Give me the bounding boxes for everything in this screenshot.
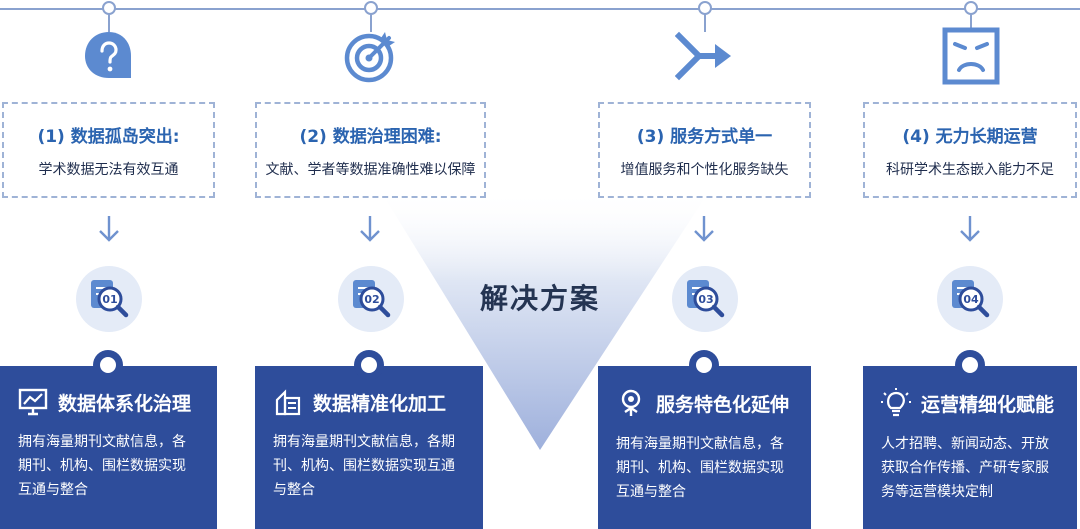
down-arrow-icon [99, 216, 119, 242]
down-arrow-icon [960, 216, 980, 242]
solution-line: 务等运营模块定制 [881, 484, 993, 500]
solution-line: 获取合作传播、产研专家服 [881, 460, 1049, 476]
document-search-icon: 04 [952, 280, 990, 318]
timeline-node [102, 1, 116, 15]
badge-number: 03 [698, 293, 713, 306]
sad-face-icon [942, 27, 1000, 85]
down-arrow-icon [694, 216, 714, 242]
card-knob [955, 350, 985, 380]
document-icon [275, 389, 301, 416]
problem-title: (4) 无力长期运营 [902, 127, 1038, 147]
solution-card-3: 服务特色化延伸 拥有海量期刊文献信息，各 期刊、机构、围栏数据实现 互通与整合 [598, 350, 811, 529]
card-knob [93, 350, 123, 380]
problem-box-2: (2) 数据治理困难: 文献、学者等数据准确性难以保障 [255, 102, 486, 198]
lightbulb-icon [881, 388, 911, 417]
badge-1: 01 [76, 266, 142, 332]
problem-desc: 科研学术生态嵌入能力不足 [886, 162, 1054, 178]
badge-number: 04 [963, 293, 979, 306]
solution-line: 与整合 [273, 482, 315, 498]
timeline-stem [704, 14, 706, 32]
down-arrow-icon [360, 216, 380, 242]
center-label: 解决方案 [479, 282, 600, 315]
problem-desc: 文献、学者等数据准确性难以保障 [265, 162, 476, 178]
timeline-stem [108, 14, 110, 32]
timeline-node [698, 1, 712, 15]
problem-desc: 学术数据无法有效互通 [38, 162, 179, 178]
problem-title: (1) 数据孤岛突出: [37, 127, 180, 147]
solution-line: 互通与整合 [616, 484, 686, 500]
document-search-icon: 02 [353, 280, 391, 318]
lightbulb-tree-icon [621, 389, 641, 416]
problem-title: (2) 数据治理困难: [299, 127, 442, 147]
timeline-stem [970, 14, 972, 32]
timeline-node [964, 1, 978, 15]
card-knob [354, 350, 384, 380]
document-search-icon: 01 [91, 280, 129, 318]
badge-3: 03 [672, 266, 738, 332]
solution-line: 期刊、机构、围栏数据实现 [616, 460, 784, 476]
badge-number: 01 [102, 293, 117, 306]
target-icon [344, 32, 395, 83]
timeline-node [364, 1, 378, 15]
badge-4: 04 [937, 266, 1003, 332]
solution-title: 数据体系化治理 [58, 392, 192, 415]
timeline-line [0, 8, 1080, 10]
problem-box-3: (3) 服务方式单一 增值服务和个性化服务缺失 [598, 102, 811, 198]
document-search-icon: 03 [687, 280, 725, 318]
solution-line: 拥有海量期刊文献信息，各期 [273, 434, 455, 450]
solution-line: 期刊、机构、围栏数据实现 [18, 458, 186, 474]
problem-box-1: (1) 数据孤岛突出: 学术数据无法有效互通 [2, 102, 215, 198]
merge-arrows-icon [675, 31, 731, 81]
badge-2: 02 [338, 266, 404, 332]
problem-box-4: (4) 无力长期运营 科研学术生态嵌入能力不足 [863, 102, 1077, 198]
solution-line: 人才招聘、新闻动态、开放 [881, 436, 1049, 452]
solution-line: 拥有海量期刊文献信息，各 [616, 436, 784, 452]
problem-desc: 增值服务和个性化服务缺失 [620, 162, 789, 178]
solution-title: 数据精准化加工 [313, 392, 447, 415]
solution-card-2: 数据精准化加工 拥有海量期刊文献信息，各期 刊、机构、围栏数据实现互通 与整合 [255, 350, 483, 529]
question-bubble-icon [85, 32, 131, 78]
solution-line: 拥有海量期刊文献信息，各 [18, 434, 186, 450]
solution-line: 互通与整合 [18, 482, 88, 498]
solution-card-4: 运营精细化赋能 人才招聘、新闻动态、开放 获取合作传播、产研专家服 务等运营模块… [863, 350, 1077, 529]
card-knob [689, 350, 719, 380]
badge-number: 02 [364, 293, 379, 306]
timeline-stem [370, 14, 372, 32]
solution-line: 刊、机构、围栏数据实现互通 [273, 458, 455, 474]
solution-title: 服务特色化延伸 [656, 393, 790, 416]
solution-title: 运营精细化赋能 [921, 393, 1055, 416]
monitor-chart-icon [18, 388, 48, 416]
solution-card-1: 数据体系化治理 拥有海量期刊文献信息，各 期刊、机构、围栏数据实现 互通与整合 [0, 350, 217, 529]
problem-title: (3) 服务方式单一 [636, 127, 773, 147]
